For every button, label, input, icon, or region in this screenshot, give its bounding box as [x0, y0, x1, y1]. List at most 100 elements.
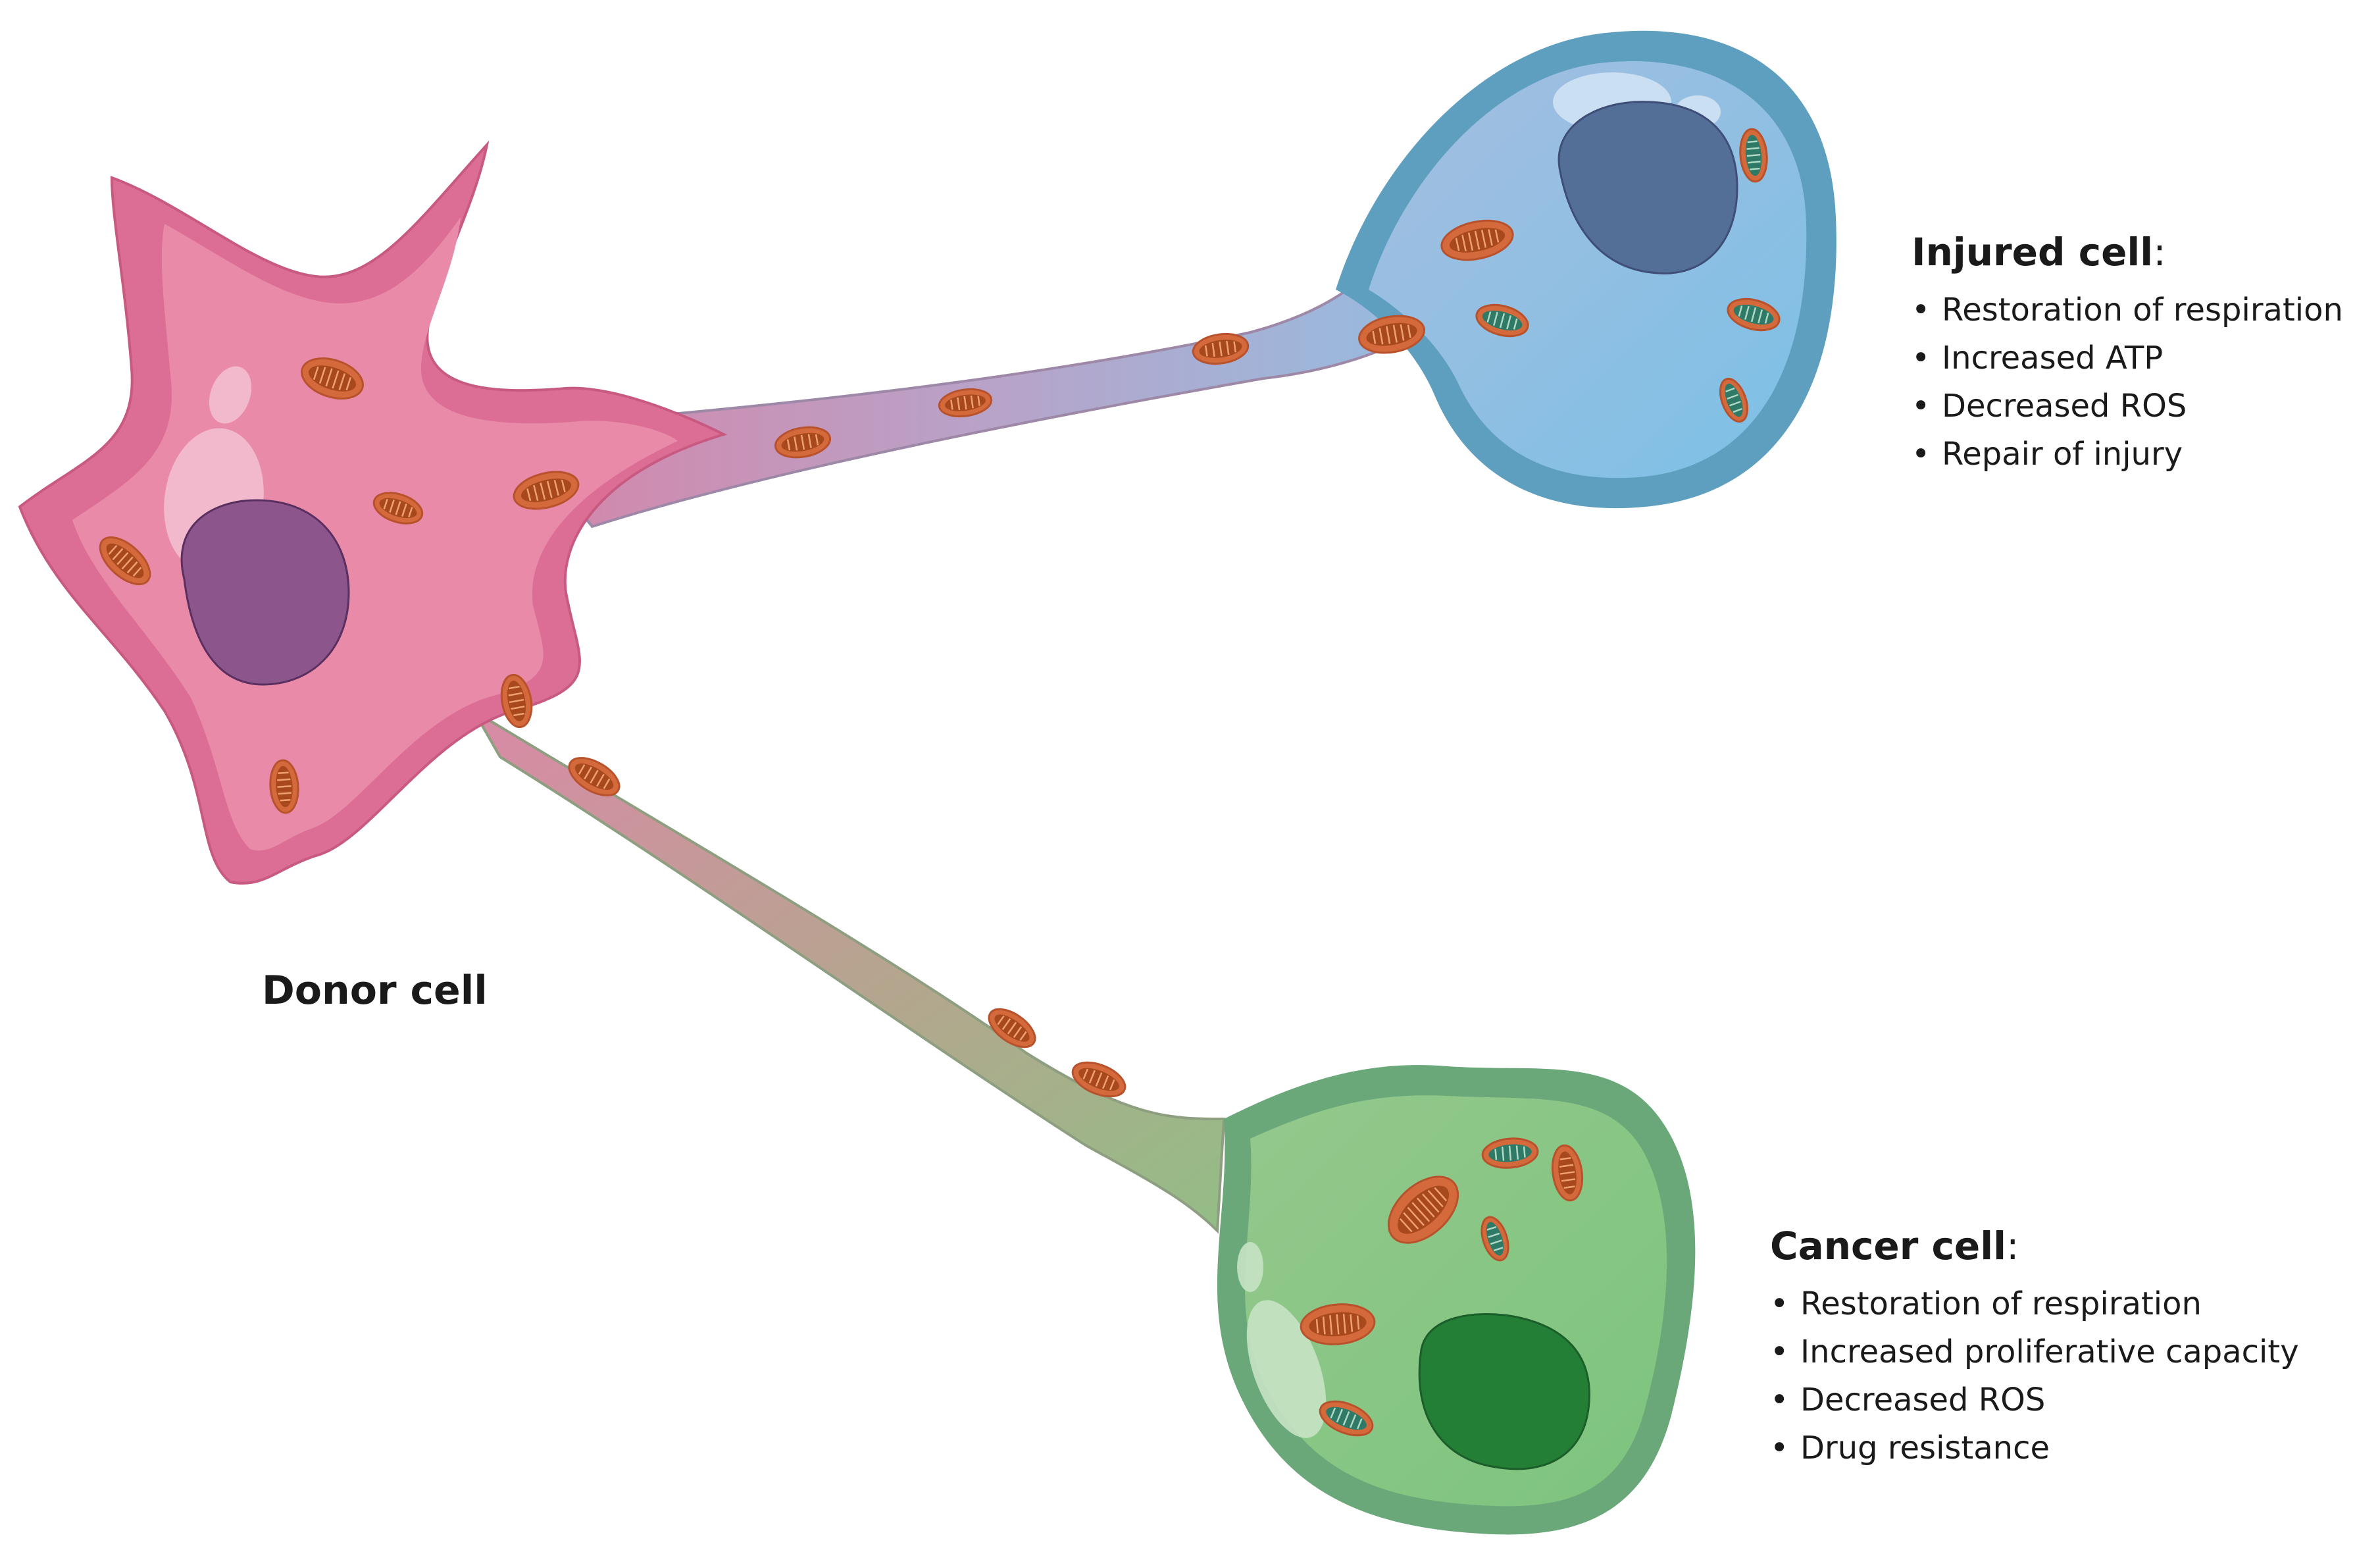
mitochondrion-crista	[1416, 1197, 1435, 1218]
cancer-cell-effects-list: •Restoration of respiration •Increased p…	[1770, 1280, 2299, 1472]
injured-cell-title-colon: :	[2153, 230, 2166, 274]
mitochondrion-crista	[1725, 387, 1735, 393]
mitochondrion-crista	[1322, 1316, 1326, 1335]
mitochondrion-crista	[800, 434, 805, 450]
mitochondrion	[1192, 332, 1250, 365]
mitochondrion-crista	[1109, 1079, 1115, 1091]
mitochondrion-crista	[1733, 407, 1742, 413]
mitochondrion-crista	[957, 397, 961, 411]
mitochondrion-matrix	[1725, 383, 1743, 417]
mitochondrion-crista	[1455, 238, 1460, 251]
mitochondrion-crista	[1082, 1068, 1089, 1080]
cancer-cell-label: Cancer cell: •Restoration of respiration…	[1770, 1224, 2299, 1472]
mitochondrion-crista	[1746, 153, 1761, 157]
mitochondrion	[1481, 1216, 1509, 1262]
mitochondrion-crista	[1356, 1418, 1363, 1430]
mitochondrion-crista	[1007, 1022, 1017, 1035]
list-item: •Decreased ROS	[1770, 1376, 2299, 1424]
mitochondrion-crista	[603, 779, 611, 789]
donor-cell-highlight	[209, 366, 252, 424]
mitochondrion-crista	[1427, 1190, 1444, 1208]
mitochondrion-crista	[1330, 1407, 1336, 1419]
mitochondrion-crista	[815, 434, 819, 446]
mitochondrion-crista	[318, 367, 326, 384]
list-item: •Drug resistance	[1770, 1424, 2299, 1472]
mitochondrion-crista	[1233, 341, 1237, 353]
mitochondrion-crista	[1102, 1075, 1109, 1089]
mitochondrion-crista	[278, 792, 291, 795]
effect-text: Repair of injury	[1942, 435, 2183, 473]
donor-cell	[18, 140, 728, 885]
list-item: •Decreased ROS	[1912, 382, 2343, 430]
mitochondrion	[1300, 1303, 1376, 1345]
cancer-cell-title-text: Cancer cell	[1770, 1224, 2006, 1268]
mitochondrion-crista	[553, 480, 559, 496]
mitochondrion-crista	[1727, 394, 1738, 400]
mitochondrion-crista	[509, 698, 524, 704]
mitochondrion-crista	[1748, 161, 1761, 164]
mitochondrion-crista	[1488, 1232, 1500, 1238]
mitochondrion-crista	[1559, 1156, 1571, 1160]
mitochondrion-crista	[807, 434, 812, 448]
mitochondrion-crista	[1474, 230, 1481, 250]
mitochondrion-crista	[1336, 1409, 1343, 1423]
mitochondrion-crista	[277, 778, 291, 781]
mitochondrion-crista	[1372, 330, 1377, 344]
mitochondrion	[1440, 219, 1514, 261]
mitochondrion	[568, 757, 620, 796]
mitochondrion-crista	[1013, 1025, 1023, 1038]
cancer-cell-title: Cancer cell:	[1770, 1224, 2299, 1268]
mitochondrion-crista	[508, 685, 520, 690]
mitochondria-layer	[99, 128, 1781, 1437]
list-item: •Increased proliferative capacity	[1770, 1328, 2299, 1376]
bullet-icon: •	[1912, 387, 1931, 425]
mitochondrion	[1319, 1400, 1374, 1437]
mitochondrion-crista	[1750, 167, 1760, 170]
mitochondrion-crista	[1386, 326, 1391, 344]
mitochondrion-crista	[1342, 1411, 1350, 1426]
mitochondrion-crista	[345, 376, 352, 391]
mitochondrion-crista	[1336, 1314, 1340, 1335]
mitochondrion-crista	[786, 439, 791, 451]
list-item: •Restoration of respiration	[1770, 1280, 2299, 1328]
mitochondrion-crista	[1493, 1247, 1504, 1252]
mitochondrion-crista	[1434, 1187, 1448, 1202]
donor-nucleus	[180, 499, 350, 686]
mitochondrion-matrix	[106, 543, 144, 579]
mitochondrion-crista	[112, 548, 124, 561]
mitochondrion-crista	[1508, 1145, 1512, 1161]
mitochondrion	[1551, 1144, 1584, 1202]
mitochondrion-matrix	[1397, 1185, 1450, 1234]
mitochondrion-crista	[1481, 230, 1487, 248]
mitochondrion-crista	[1493, 311, 1498, 326]
mitochondrion-crista	[1095, 1072, 1103, 1087]
mitochondrion-crista	[1750, 307, 1757, 323]
mitochondrion	[1387, 1176, 1459, 1244]
mitochondrion-crista	[1315, 1318, 1319, 1334]
mitochondrion-crista	[277, 785, 291, 788]
mitochondrion-crista	[1490, 1239, 1502, 1245]
mitochondrion-crista	[950, 400, 953, 410]
mitochondrion-crista	[1407, 324, 1411, 338]
mitochondrion	[774, 426, 832, 459]
injured-nucleus	[1557, 101, 1738, 274]
mitochondrion-crista	[325, 368, 333, 387]
mitochondrion-crista	[1461, 234, 1467, 251]
mitochondrion-crista	[596, 773, 605, 787]
mitochondrion-crista	[963, 396, 967, 410]
mitochondrion-crista	[121, 556, 134, 570]
mitochondrion	[372, 492, 424, 525]
effect-text: Increased proliferative capacity	[1800, 1333, 2299, 1370]
mitochondrion-crista	[313, 366, 319, 380]
mitochondrion-crista	[1764, 312, 1769, 324]
mitochondrion	[99, 536, 151, 586]
mitochondrion-crista	[1019, 1031, 1027, 1041]
mitochondrion	[1481, 1137, 1539, 1169]
injured-cell-title: Injured cell:	[1912, 230, 2343, 274]
injured-cell-effects-list: •Restoration of respiration •Increased A…	[1912, 286, 2343, 479]
mitochondrion-crista	[1226, 340, 1230, 355]
mitochondrion-crista	[1392, 324, 1398, 343]
cancer-cell-title-colon: :	[2006, 1224, 2019, 1268]
mitochondrion-matrix	[1486, 1222, 1504, 1256]
mitochondrion-crista	[389, 499, 395, 513]
